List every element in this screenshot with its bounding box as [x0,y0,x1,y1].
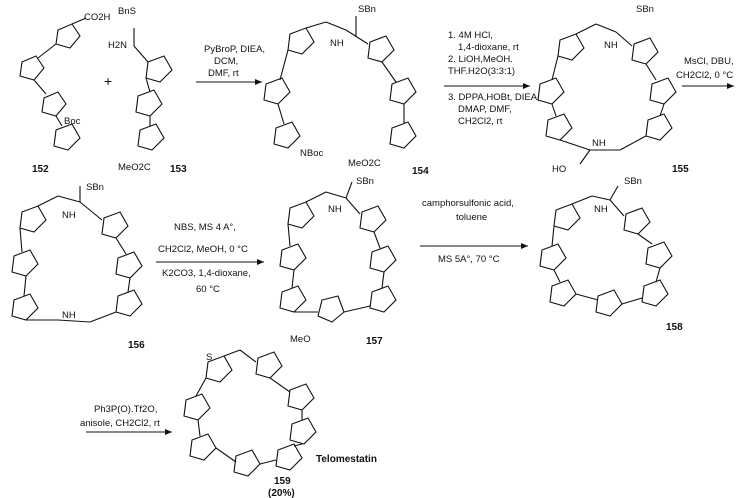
structure-154 [263,16,417,149]
structure-155 [537,23,677,165]
label-sbn-158: SBn [624,176,642,187]
label-nh-157: NH [328,204,342,215]
label-meo2c-154: MeO2C [348,158,381,169]
label-nh-158: NH [594,204,608,215]
label-sbn-154: SBn [358,4,376,15]
reagents-e-line3: MS 5A°, 70 °C [438,254,500,265]
label-meo2c-153: MeO2C [118,162,151,173]
reagents-c-line1: MsCl, DBU, [684,56,734,67]
compound-label-158: 158 [666,322,683,333]
reagents-a-line2: DCM, [214,56,238,67]
label-nboc-154: NBoc [300,148,323,159]
structure-157 [279,181,397,323]
compound-label-159: 159 [274,476,291,487]
structure-156 [11,186,143,323]
label-boc-152: Boc [64,116,81,127]
label-nh-156-bottom: NH [62,310,76,321]
compound-label-153: 153 [170,164,187,175]
label-h2n: H2N [108,40,127,51]
reagents-b-line5: 3. DPPA,HOBt, DIEA, [448,92,540,103]
reagents-b-line6: DMAP, DMF, [458,104,512,115]
structure-152 [19,17,87,151]
reagents-f-line1: Ph3P(O).Tf2O, [94,404,157,415]
compound-label-155: 155 [672,164,689,175]
structure-159-telomestatin [183,349,317,477]
reagents-a-line3: DMF, rt [208,68,239,79]
compound-label-154: 154 [412,166,429,177]
reagents-d-line2: CH2Cl2, MeOH, 0 °C [158,244,248,255]
label-meo-157: MeO [290,334,311,345]
compound-label-152: 152 [32,164,49,175]
structure-153 [133,28,173,151]
label-s-159: S [206,352,212,363]
label-sbn-155: SBn [636,4,654,15]
label-nh-156-top: NH [62,210,76,221]
plus-sign: + [104,73,112,89]
reagents-b-line3: 2. LiOH,MeOH. [448,54,513,65]
label-ho-155: HO [552,164,566,175]
reagents-b-line7: CH2Cl2, rt [458,116,503,127]
reagents-c-line2: CH2Cl2, 0 °C [676,70,733,81]
reagents-e-line1: camphorsulfonic acid, [422,198,514,209]
telomestatin-name: Telomestatin [316,454,377,465]
reagents-d-line4: 60 °C [196,284,220,295]
reagents-b-line4: THF.H2O(3:3:1) [448,66,515,77]
label-nh-154: NH [330,38,344,49]
compound-label-156: 156 [128,340,145,351]
label-bns: BnS [118,6,136,17]
label-nh-155-top: NH [604,40,618,51]
label-sbn-157: SBn [356,176,374,187]
reagents-d-line1: NBS, MS 4 A°, [174,222,236,233]
reagents-f-line2: anisole, CH2Cl2, rt [80,418,160,429]
yield-label-159: (20%) [268,488,295,498]
structure-158 [539,185,673,317]
label-sbn-156: SBn [86,182,104,193]
reagents-b-line1: 1. 4M HCl, [448,30,493,41]
label-nh-155-bottom: NH [592,138,606,149]
reagents-d-line3: K2CO3, 1,4-dioxane, [162,268,251,279]
reagents-e-line2: toluene [456,212,487,223]
reagents-b-line2: 1,4-dioxane, rt [458,42,519,53]
label-co2h: CO2H [84,12,111,23]
reagents-a-line1: PyBroP, DIEA, [204,44,265,55]
compound-label-157: 157 [366,336,383,347]
